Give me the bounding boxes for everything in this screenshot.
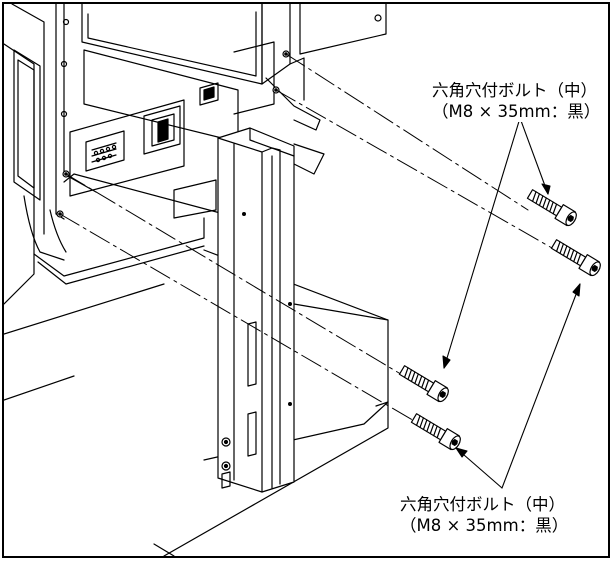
bolt-upper-2 bbox=[549, 236, 604, 279]
bolt-label-bottom: 六角穴付ボルト（中） （M8 × 35mm：黒） bbox=[398, 494, 571, 536]
bolt-label-top: 六角穴付ボルト（中） （M8 × 35mm：黒） bbox=[430, 80, 603, 122]
bolt-label-bottom-spec: （M8 × 35mm：黒） bbox=[400, 516, 569, 535]
bolt-label-top-name: 六角穴付ボルト（中） bbox=[432, 81, 597, 100]
bolt-label-bottom-name: 六角穴付ボルト（中） bbox=[400, 495, 565, 514]
diagram-frame: 六角穴付ボルト（中） （M8 × 35mm：黒） 六角穴付ボルト（中） （M8 … bbox=[2, 2, 610, 558]
stand-column bbox=[217, 127, 295, 493]
leader-arrows bbox=[442, 117, 581, 489]
bolt-lower-1 bbox=[397, 362, 452, 405]
cabinet-body bbox=[4, 4, 389, 556]
bolt-label-top-spec: （M8 × 35mm：黒） bbox=[432, 102, 601, 121]
bolt-lower-2 bbox=[409, 410, 464, 453]
assembly-illustration bbox=[4, 4, 604, 556]
bolt-upper-1 bbox=[525, 186, 580, 229]
alignment-lines bbox=[59, 53, 553, 423]
